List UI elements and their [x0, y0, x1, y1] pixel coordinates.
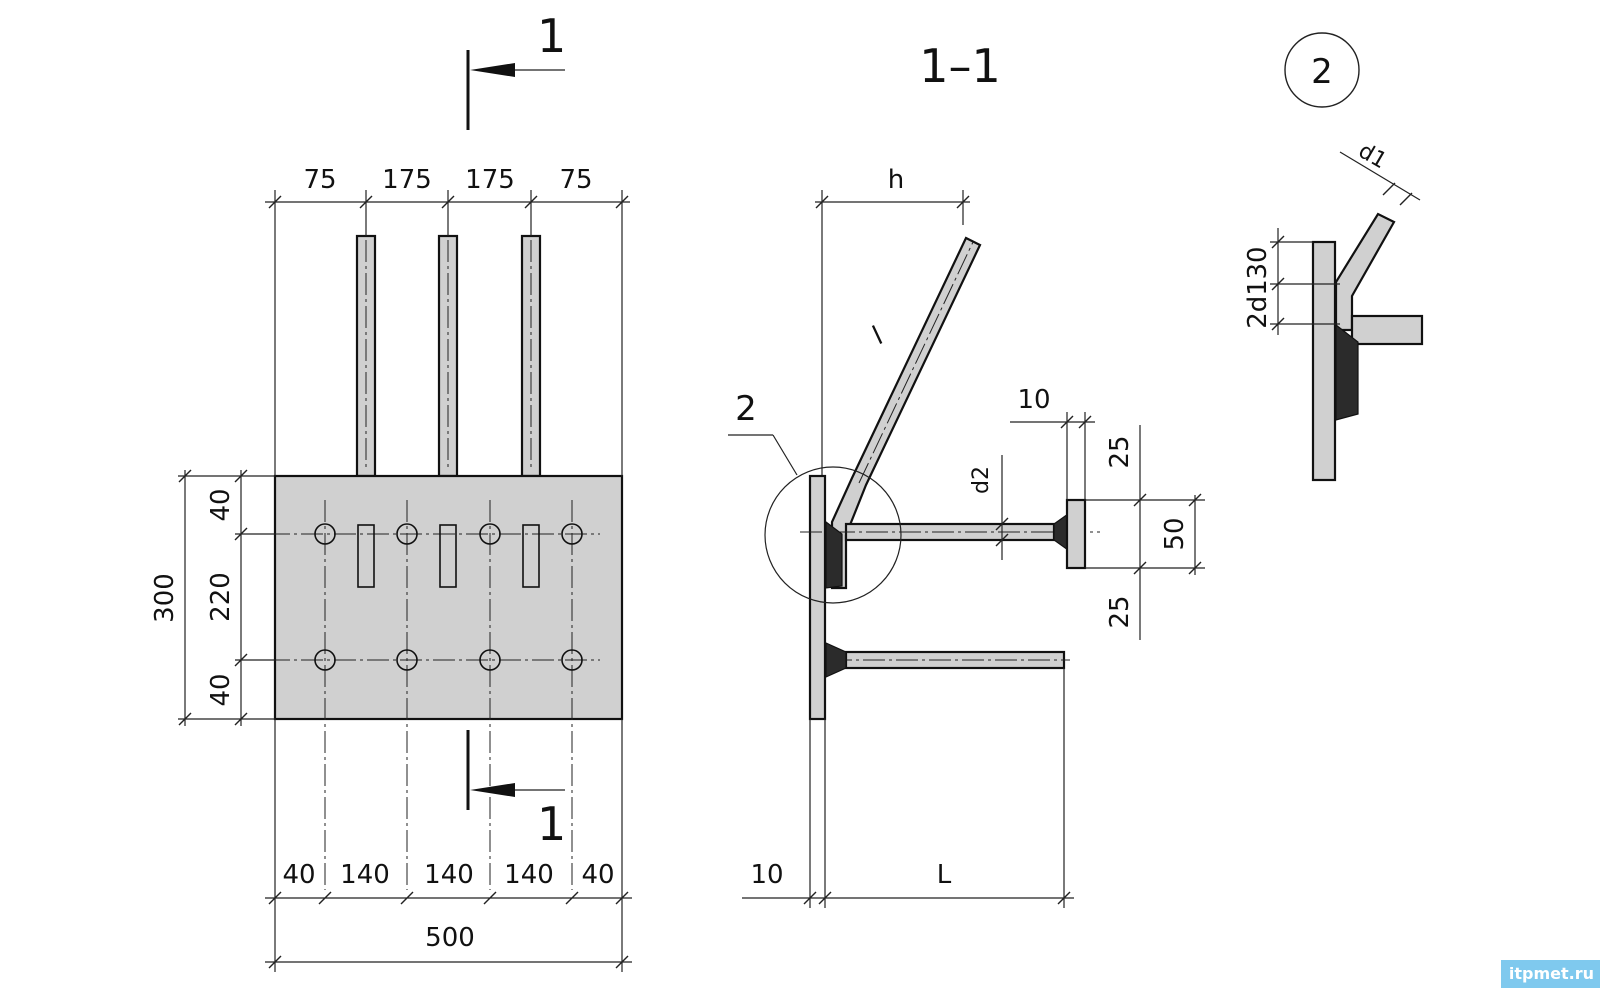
dim-top-4: 75 [559, 165, 592, 195]
dim-left-inner-3: 40 [206, 673, 236, 706]
hole [479, 649, 501, 671]
inclined-anchor [830, 236, 982, 590]
section-marker-bottom: 1 [466, 730, 566, 851]
detail-callout-label: 2 [735, 389, 757, 429]
hole [314, 523, 336, 545]
dim-left-outer: 300 [150, 573, 180, 623]
dim-30: 30 [1243, 246, 1273, 279]
dim-flange-thickness: 10 [1017, 385, 1050, 415]
top-dimension-chain: 75 175 175 75 [265, 165, 630, 476]
anchor-length-label: l [868, 321, 887, 351]
hole [479, 523, 501, 545]
dim-d1: d1 [1354, 139, 1391, 175]
anchor-flange [1065, 498, 1087, 570]
hole [396, 523, 418, 545]
weld-upper [825, 520, 843, 589]
detail-horizontal-bar [1350, 314, 1424, 346]
hole [561, 523, 583, 545]
dim-top-2: 175 [382, 165, 432, 195]
dim-2d1: 2d1 [1243, 279, 1273, 329]
watermark-badge: itpmet.ru [1500, 960, 1600, 988]
detail-view: 2 d1 30 2d1 [1243, 32, 1424, 482]
front-view: 1 [150, 9, 632, 972]
dim-bottom-1: 40 [282, 860, 315, 890]
hole [396, 649, 418, 671]
detail-anchor [1334, 212, 1396, 332]
dim-d2: d2 [969, 466, 994, 494]
section-mark-top-label: 1 [537, 9, 566, 63]
hole [561, 649, 583, 671]
dim-overall-width: 500 [425, 923, 475, 953]
detail-plate [1311, 240, 1337, 482]
dim-top-3: 175 [465, 165, 515, 195]
slot [522, 524, 540, 588]
dim-bottom-2: 140 [340, 860, 390, 890]
dim-plate-thickness: 10 [750, 860, 783, 890]
dim-L: L [937, 860, 952, 890]
section-view: 1–1 h l 2 10 [728, 39, 1205, 908]
detail-weld [1335, 323, 1359, 421]
dim-bottom-3: 140 [424, 860, 474, 890]
dim-vertical-2: 50 [1160, 517, 1190, 550]
detail-circle [764, 466, 902, 604]
detail-header-circle [1284, 32, 1360, 108]
dim-top-1: 75 [303, 165, 336, 195]
slot [439, 524, 457, 588]
left-dimension-chain: 300 40 220 40 [150, 469, 275, 726]
dim-h: h [888, 165, 904, 195]
section-mark-bottom-label: 1 [537, 797, 566, 851]
dim-vertical-3: 25 [1105, 595, 1135, 628]
base-plate [273, 474, 624, 721]
plate-section [808, 474, 827, 721]
section-marker-top: 1 [466, 9, 566, 130]
bottom-dimension-chain: 40 140 140 140 40 500 [265, 719, 632, 972]
dim-left-inner-1: 40 [206, 488, 236, 521]
slot [357, 524, 375, 588]
hole [314, 649, 336, 671]
dim-bottom-5: 40 [581, 860, 614, 890]
weld-lower [825, 642, 847, 678]
dim-vertical-1: 25 [1105, 435, 1135, 468]
dim-left-inner-2: 220 [206, 572, 236, 622]
detail-header-label: 2 [1311, 52, 1333, 92]
section-title: 1–1 [919, 39, 1001, 93]
dim-bottom-4: 140 [504, 860, 554, 890]
